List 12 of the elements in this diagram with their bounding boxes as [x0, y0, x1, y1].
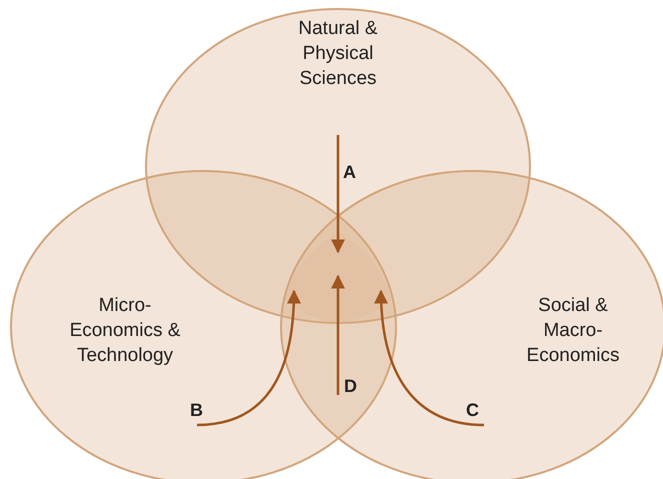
- circle-label: Micro-Economics & Technology: [68, 294, 182, 368]
- overlap-region: [285, 232, 391, 323]
- arrow: [374, 290, 484, 426]
- arrow-letter: C: [466, 400, 479, 421]
- arrow-letter: B: [190, 400, 203, 421]
- arrow: [331, 274, 345, 395]
- circle-label: Social & Macro-Economics: [526, 294, 620, 368]
- arrow: [331, 135, 345, 254]
- arrow-letter: A: [343, 162, 356, 183]
- arrow: [196, 290, 301, 426]
- circle-label: Natural & Physical Sciences: [297, 17, 379, 91]
- arrow-letter: D: [344, 376, 357, 397]
